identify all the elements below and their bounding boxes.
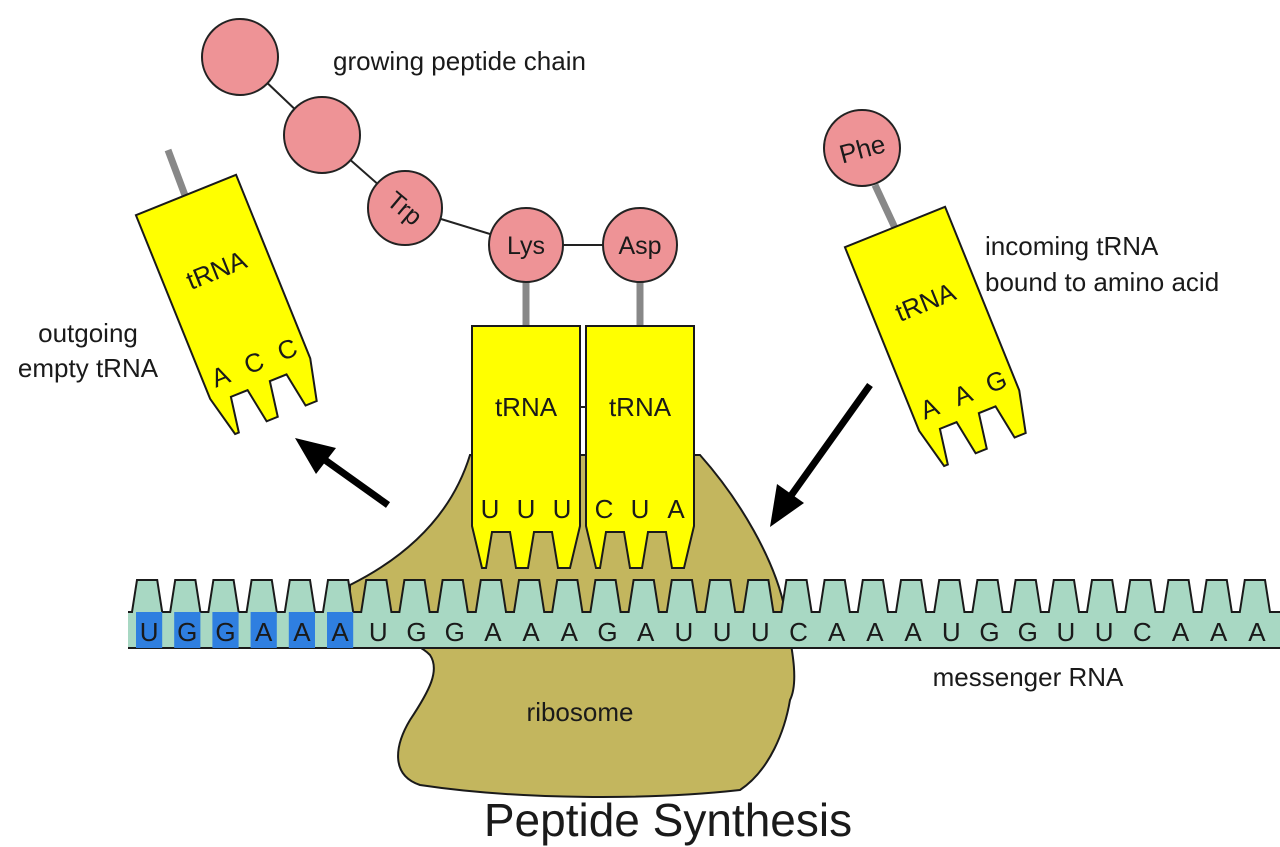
trna-label: tRNA bbox=[609, 392, 672, 422]
arrow-outgoing-icon bbox=[295, 438, 391, 508]
amino-acid: Asp bbox=[602, 207, 678, 283]
trna-body bbox=[134, 173, 318, 436]
amino-acid bbox=[201, 18, 279, 96]
mrna-nucleotide: G bbox=[215, 617, 235, 647]
mrna-nucleotide: U bbox=[140, 617, 159, 647]
mrna-nucleotide: A bbox=[522, 617, 540, 647]
amino-acid bbox=[283, 96, 361, 174]
label-outgoing-1: outgoing bbox=[38, 318, 138, 348]
mrna-nucleotide: A bbox=[484, 617, 502, 647]
mrna-nucleotide: A bbox=[331, 617, 349, 647]
mrna-nucleotide: U bbox=[751, 617, 770, 647]
anticodon-base: U bbox=[517, 494, 536, 524]
mrna-nucleotide: A bbox=[561, 617, 579, 647]
mrna-nucleotide: G bbox=[445, 617, 465, 647]
mrna-nucleotide: G bbox=[1018, 617, 1038, 647]
label-messenger-rna: messenger RNA bbox=[933, 662, 1124, 692]
label-incoming-1: incoming tRNA bbox=[985, 231, 1159, 261]
mrna-nucleotide: U bbox=[713, 617, 732, 647]
mrna-nucleotide: A bbox=[1210, 617, 1228, 647]
mrna-teeth bbox=[128, 579, 1280, 613]
trna-body bbox=[471, 325, 581, 569]
mrna-nucleotide: A bbox=[866, 617, 884, 647]
mrna-nucleotide: A bbox=[1248, 617, 1266, 647]
mrna-nucleotide: U bbox=[942, 617, 961, 647]
anticodon-base: C bbox=[595, 494, 614, 524]
mrna-nucleotide: U bbox=[675, 617, 694, 647]
mrna-nucleotide: A bbox=[293, 617, 311, 647]
mrna-nucleotide: A bbox=[1172, 617, 1190, 647]
amino-acid-label: Asp bbox=[618, 232, 661, 260]
translated-codon-highlight bbox=[212, 612, 239, 648]
mrna-nucleotide: G bbox=[979, 617, 999, 647]
mrna-backbone bbox=[128, 612, 1280, 648]
translated-codon-highlight bbox=[174, 612, 201, 648]
mrna-nucleotide: C bbox=[789, 617, 808, 647]
label-outgoing-2: empty tRNA bbox=[18, 353, 159, 383]
mrna-nucleotide: G bbox=[597, 617, 617, 647]
translated-codon-highlight bbox=[327, 612, 354, 648]
anticodon-base: U bbox=[631, 494, 650, 524]
label-ribosome: ribosome bbox=[527, 697, 634, 727]
anticodon-base: U bbox=[553, 494, 572, 524]
mrna-nucleotide: G bbox=[177, 617, 197, 647]
label-growing-peptide-chain: growing peptide chain bbox=[333, 46, 586, 76]
translated-codon-highlight bbox=[250, 612, 277, 648]
amino-acid-label: Lys bbox=[507, 232, 545, 260]
mrna-nucleotide: U bbox=[1095, 617, 1114, 647]
mrna-nucleotide: C bbox=[1133, 617, 1152, 647]
mrna-nucleotide: U bbox=[1057, 617, 1076, 647]
amino-acid: Lys bbox=[488, 207, 564, 283]
arrow-incoming-icon bbox=[770, 382, 873, 527]
mrna-nucleotide: G bbox=[406, 617, 426, 647]
mrna-nucleotide: A bbox=[637, 617, 655, 647]
mrna-nucleotide: U bbox=[369, 617, 388, 647]
mrna-nucleotide: A bbox=[904, 617, 922, 647]
anticodon-base: U bbox=[481, 494, 500, 524]
translated-codon-highlight bbox=[288, 612, 315, 648]
trna-body bbox=[585, 325, 695, 569]
amino-acid-phe: Phe bbox=[823, 109, 901, 187]
anticodon-base: A bbox=[667, 494, 685, 524]
trna-label: tRNA bbox=[495, 392, 558, 422]
diagram-title: Peptide Synthesis bbox=[484, 794, 852, 846]
amino-acid: Trp bbox=[367, 170, 443, 246]
label-incoming-2: bound to amino acid bbox=[985, 267, 1219, 297]
mrna-nucleotide: A bbox=[255, 617, 273, 647]
trna-stems bbox=[164, 148, 899, 328]
trna-body bbox=[843, 205, 1027, 468]
translated-codon-highlight bbox=[136, 612, 163, 648]
mrna-nucleotide: A bbox=[828, 617, 846, 647]
